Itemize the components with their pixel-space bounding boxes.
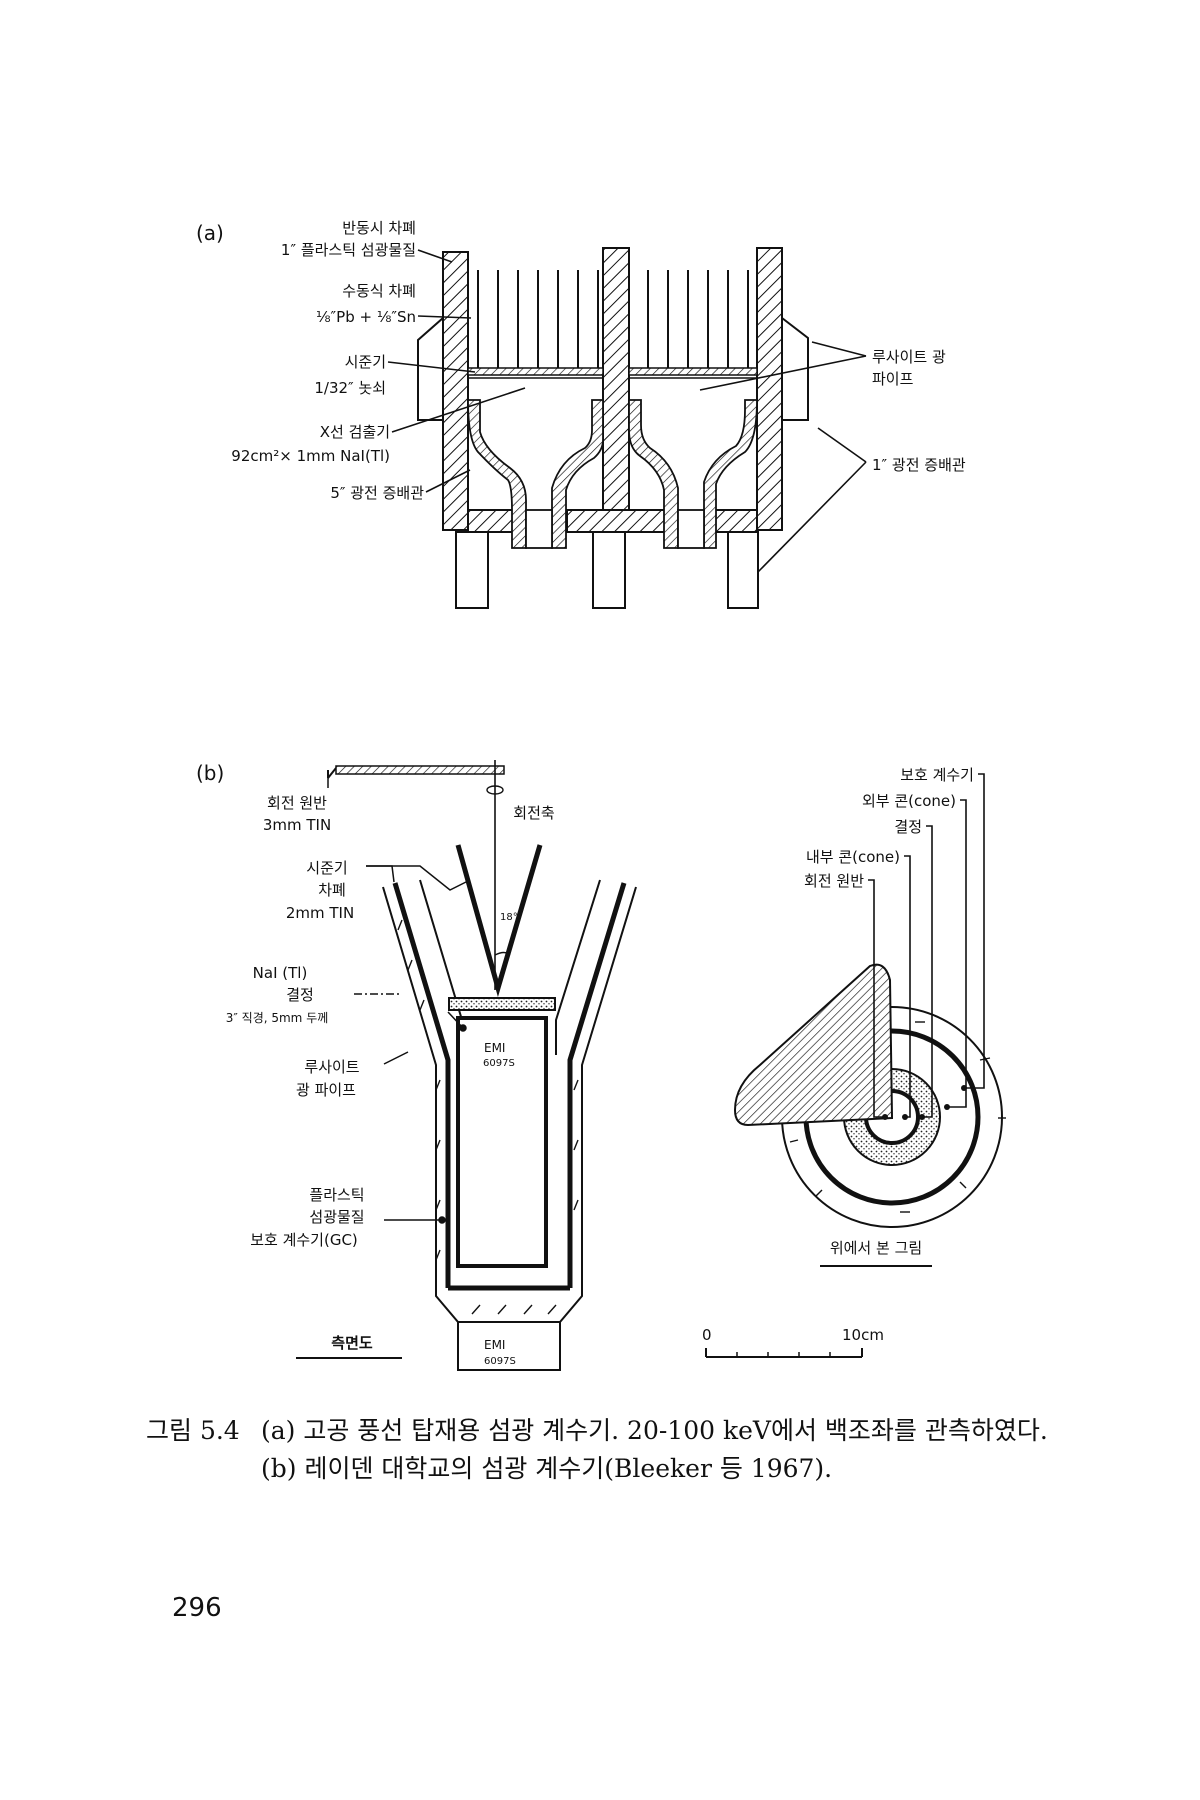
panel-a-tag: (a) — [196, 221, 224, 245]
page-number: 296 — [172, 1593, 222, 1623]
leaders-b-top — [868, 773, 985, 1118]
leaders-b-side — [327, 778, 471, 1224]
label-xray-detector: X선 검출기 — [320, 423, 390, 441]
label-collimator: 시준기 — [306, 859, 347, 877]
label-collimator-material: 1/32″ 놋쇠 — [314, 379, 386, 397]
active-shield-left — [442, 251, 469, 531]
label-guard-counter: 보호 계수기(GC) — [250, 1231, 358, 1249]
label-lucite-1: 루사이트 — [304, 1058, 359, 1076]
nai-crystal — [448, 997, 556, 1011]
label-rotation-axis: 회전축 — [513, 804, 554, 822]
pmt-1in-right — [727, 531, 759, 609]
top-label-guard-counter: 보호 계수기 — [900, 766, 974, 784]
pmt-model: 6097S — [483, 1058, 515, 1069]
pmt-5in-left — [467, 399, 604, 549]
pmt-1in-left — [455, 531, 489, 609]
rotating-disk-bar — [335, 765, 505, 775]
label-crystal-2: 결정 — [286, 986, 314, 1004]
label-shield: 차폐 — [318, 881, 346, 899]
label-rotating-disk-material: 3mm TIN — [263, 816, 331, 834]
top-view-title: 위에서 본 그림 — [830, 1239, 922, 1257]
pmt-1in-center — [592, 531, 626, 609]
label-pmt-5in: 5″ 광전 증배관 — [330, 484, 424, 502]
pmt-brand-bottom: EMI — [484, 1338, 505, 1352]
top-label-rotating-disk: 회전 원반 — [804, 872, 864, 890]
label-passive-shield: 수동식 차폐 — [342, 282, 416, 300]
label-crystal-size: 3″ 직경, 5mm 두께 — [226, 1011, 329, 1025]
label-rotating-disk: 회전 원반 — [267, 794, 327, 812]
scale-zero: 0 — [702, 1326, 712, 1344]
rotation-arrow-icon — [486, 785, 504, 795]
collimator-plate-right — [628, 367, 758, 376]
label-passive-shield-material: ⅛″Pb + ⅛″Sn — [316, 308, 416, 326]
center-shield-post — [602, 247, 630, 514]
angle-label: 18° — [500, 912, 518, 923]
side-view-title: 측면도 — [331, 1334, 373, 1352]
plastic-ticks — [397, 909, 617, 1315]
top-rotating-disk — [733, 963, 893, 1127]
scale-bar: 0 10cm — [702, 1326, 884, 1358]
panel-b-side: (b) 18° — [196, 760, 637, 1371]
light-pipe-fins — [477, 270, 749, 372]
collimator-plate-left — [467, 367, 604, 376]
pmt-model-bottom: 6097S — [484, 1356, 516, 1367]
pmt-brand: EMI — [484, 1041, 505, 1055]
label-lucite-pipe-1: 루사이트 광 — [872, 348, 946, 366]
leaders-a — [387, 249, 867, 573]
caption-line-2: (b) 레이덴 대학교의 섬광 계수기(Bleeker 등 1967). — [261, 1454, 833, 1483]
label-active-shield-material: 1″ 플라스틱 섬광물질 — [281, 241, 416, 259]
collimator-v — [455, 844, 543, 998]
panel-b-tag: (b) — [196, 761, 224, 785]
label-plastic-2: 섬광물질 — [309, 1208, 364, 1226]
label-shield-material: 2mm TIN — [286, 904, 354, 922]
lucite-block-left — [417, 315, 444, 421]
scale-end: 10cm — [842, 1326, 884, 1344]
bottom-plate-left — [467, 509, 519, 533]
label-lucite-pipe-2: 파이프 — [872, 370, 914, 388]
plastic-guard-outer — [382, 886, 637, 1323]
label-pmt-1in: 1″ 광전 증배관 — [872, 456, 966, 474]
label-lucite-2: 광 파이프 — [296, 1081, 356, 1099]
label-crystal: NaI (Tl) — [253, 964, 308, 982]
panel-a: (a) — [196, 219, 966, 609]
label-xray-detector-spec: 92cm²× 1mm NaI(Tl) — [231, 447, 390, 465]
pmt-emi-body — [456, 1016, 548, 1268]
top-label-crystal: 결정 — [894, 818, 922, 836]
top-label-outer-cone: 외부 콘(cone) — [862, 792, 956, 810]
caption-number: 그림 5.4 — [146, 1416, 240, 1445]
panel-b-top: 보호 계수기 외부 콘(cone) 결정 내부 콘(cone) 회전 원반 위에… — [702, 766, 1006, 1358]
top-ring-ticks — [789, 1021, 1006, 1213]
label-active-shield: 반동시 차폐 — [342, 219, 416, 237]
label-plastic-1: 플라스틱 — [309, 1186, 364, 1204]
bottom-plate-right — [714, 509, 758, 533]
bottom-plate-center — [566, 509, 668, 533]
caption-line-1: (a) 고공 풍선 탑재용 섬광 계수기. 20-100 keV에서 백조좌를 … — [261, 1416, 1048, 1445]
active-shield-right — [756, 247, 783, 531]
lucite-block-right — [781, 315, 809, 421]
label-collimator: 시준기 — [345, 353, 386, 371]
top-label-inner-cone: 내부 콘(cone) — [806, 848, 900, 866]
